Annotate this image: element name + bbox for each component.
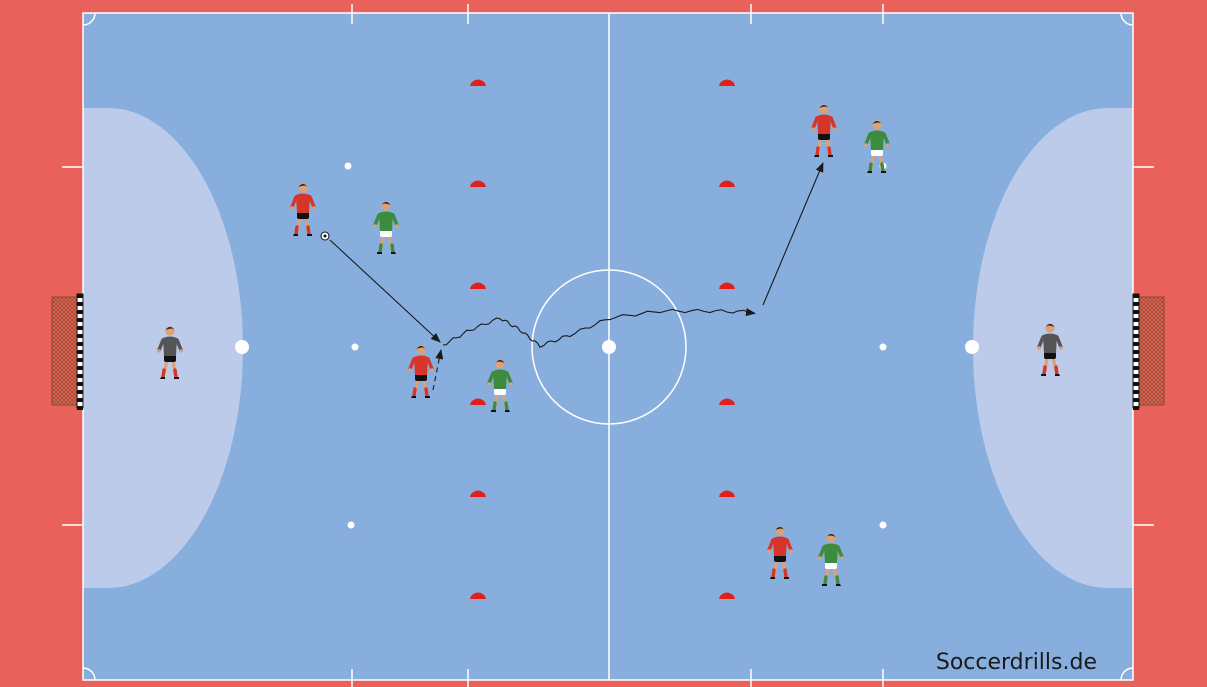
center-spot bbox=[602, 340, 616, 354]
right-goal bbox=[1133, 294, 1164, 410]
penalty-spot-right bbox=[965, 340, 979, 354]
watermark: Soccerdrills.de bbox=[936, 650, 1097, 675]
marker-dot bbox=[348, 522, 355, 529]
marker-dot bbox=[345, 163, 352, 170]
second-penalty-spot-left bbox=[352, 344, 359, 351]
left-goal bbox=[52, 294, 83, 410]
second-penalty-spot-right bbox=[880, 344, 887, 351]
penalty-spot-left bbox=[235, 340, 249, 354]
marker-dot bbox=[880, 522, 887, 529]
ball bbox=[321, 232, 329, 240]
